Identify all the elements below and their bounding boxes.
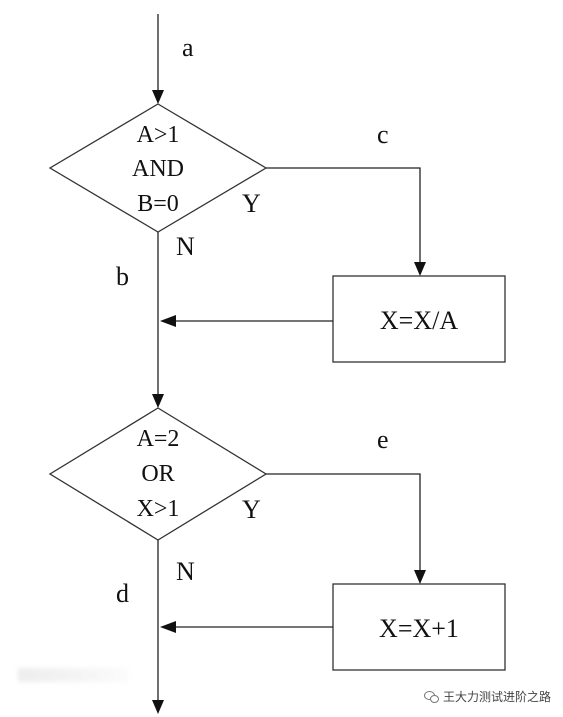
arrowhead-process-2-return bbox=[160, 621, 176, 633]
decision-2-no-label: N bbox=[176, 557, 195, 586]
edge-label-e: e bbox=[377, 425, 389, 454]
edge-label-a: a bbox=[182, 33, 194, 62]
decision-2-line-1: A=2 bbox=[137, 426, 180, 452]
edge-label-d: d bbox=[116, 579, 129, 608]
decision-2-yes-label: Y bbox=[242, 495, 261, 524]
arrowhead-d bbox=[152, 700, 164, 714]
edge-c bbox=[266, 167, 421, 262]
decision-1-line-3: B=0 bbox=[137, 191, 179, 217]
watermark-text: 王大力测试进阶之路 bbox=[442, 690, 551, 704]
decision-2-line-3: X>1 bbox=[137, 496, 180, 522]
arrowhead-b bbox=[152, 394, 164, 408]
process-2-label: X=X+1 bbox=[379, 614, 459, 643]
arrowhead-c bbox=[414, 262, 426, 276]
arrowhead-process-1-return bbox=[160, 315, 176, 327]
edge-label-c: c bbox=[377, 120, 389, 149]
arrowhead-a bbox=[152, 90, 164, 104]
decision-1-line-1: A>1 bbox=[137, 122, 180, 148]
decision-2-line-2: OR bbox=[141, 461, 174, 487]
process-2-box bbox=[332, 583, 506, 671]
decision-1-yes-label: Y bbox=[242, 189, 261, 218]
arrowhead-e bbox=[414, 570, 426, 584]
decision-1-no-label: N bbox=[176, 232, 195, 261]
decision-1-line-2: AND bbox=[132, 156, 184, 182]
process-1-label: X=X/A bbox=[380, 306, 458, 335]
edge-e bbox=[266, 473, 421, 570]
background-smudge bbox=[18, 668, 128, 682]
wechat-icon bbox=[423, 691, 439, 703]
edge-label-b: b bbox=[116, 262, 129, 291]
process-1-box bbox=[332, 275, 506, 363]
watermark: 王大力测试进阶之路 bbox=[423, 688, 551, 705]
